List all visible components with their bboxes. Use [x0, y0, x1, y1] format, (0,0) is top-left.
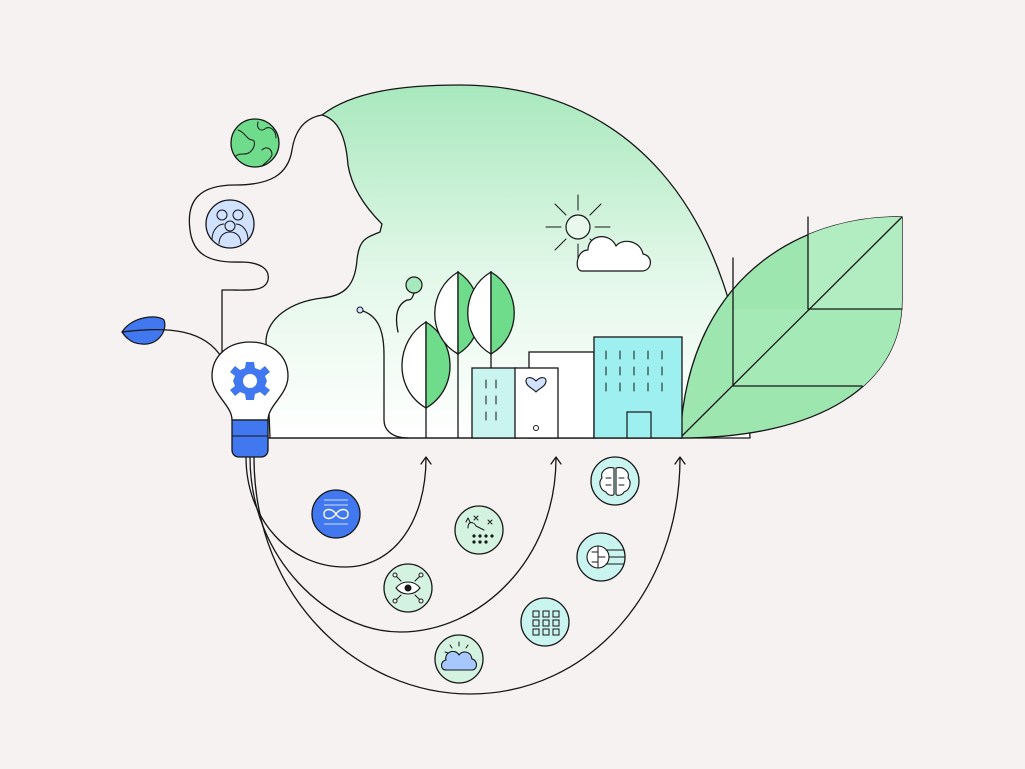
- big-leaf: [679, 216, 903, 439]
- building-teal-large: [593, 336, 683, 439]
- eye-network-icon: [383, 563, 433, 613]
- face-profile-line: [188, 114, 323, 356]
- lightbulb-gear-icon: [211, 341, 289, 458]
- cloud-weather-icon: [434, 634, 484, 684]
- building-hospital: [514, 367, 559, 439]
- growth-arcs: [245, 456, 686, 695]
- building-teal-small: [471, 367, 517, 439]
- strategy-icon: [454, 505, 504, 555]
- brain-icon: [590, 456, 640, 506]
- plant-stem-mid: [395, 299, 408, 333]
- grid-network-icon: [520, 597, 570, 647]
- circuit-icon: [576, 532, 626, 582]
- cloud-icon: [576, 236, 651, 272]
- heart-icon: [525, 377, 547, 393]
- tree-leaf-3: [467, 270, 515, 369]
- blue-leaf-icon: [121, 316, 223, 359]
- tree-leaf-1: [401, 320, 451, 439]
- plant-stem-left: [359, 309, 409, 439]
- people-icon: [205, 199, 255, 249]
- globe-icon: [230, 118, 280, 168]
- infinity-icon: [311, 489, 361, 539]
- gear-icon: [230, 362, 270, 400]
